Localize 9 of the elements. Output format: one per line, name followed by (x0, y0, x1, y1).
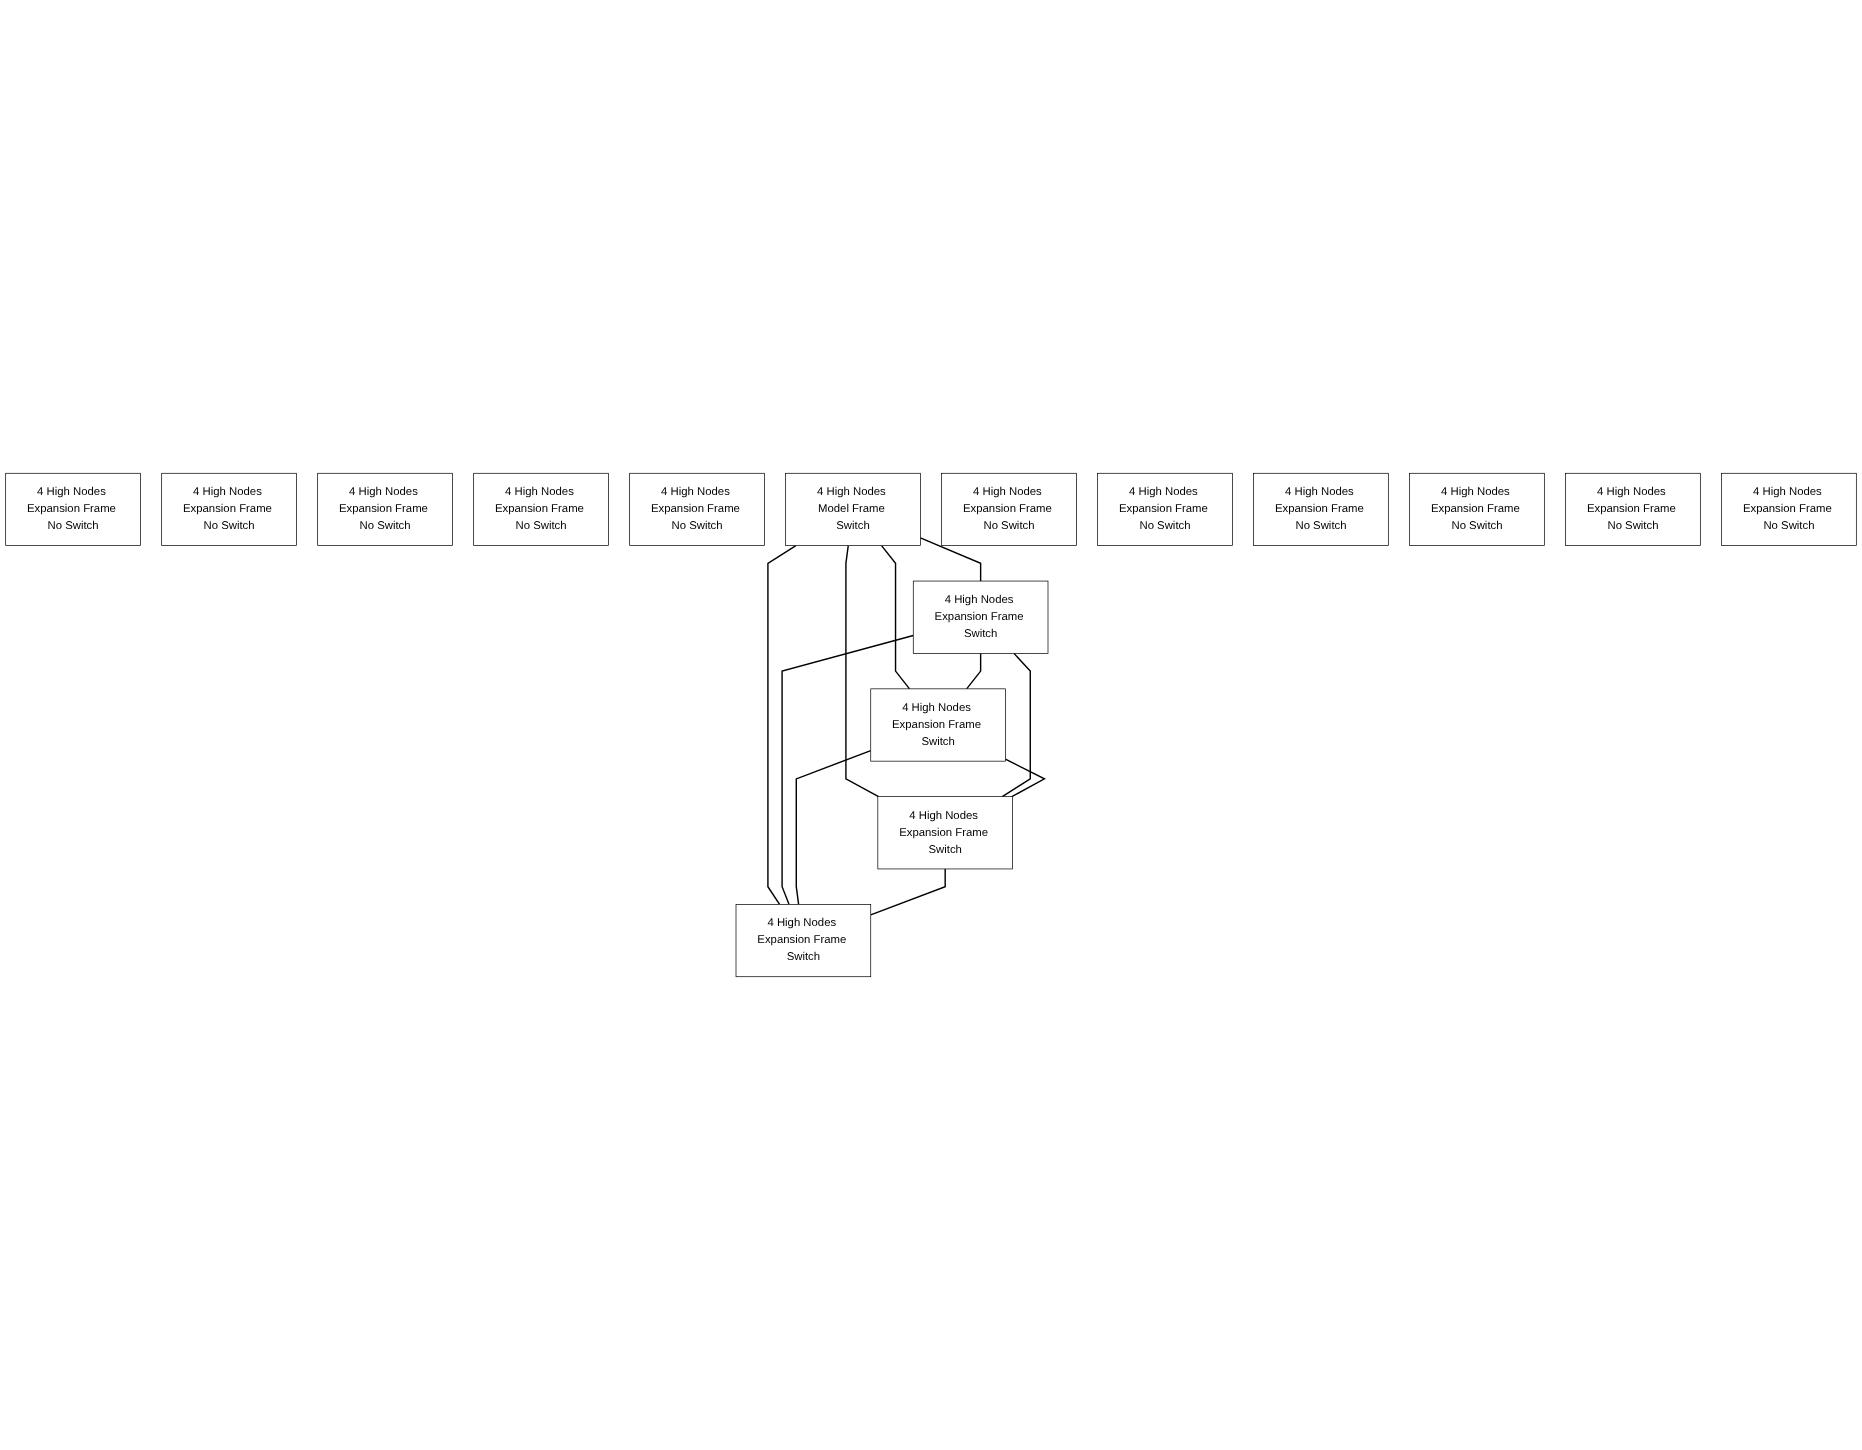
connector (870, 868, 946, 916)
connector (767, 544, 797, 906)
connector (781, 634, 914, 906)
connector (919, 537, 982, 582)
connector (965, 652, 982, 690)
connector (795, 749, 872, 906)
connector (880, 544, 911, 690)
connector (845, 544, 880, 798)
connector (1001, 652, 1031, 798)
